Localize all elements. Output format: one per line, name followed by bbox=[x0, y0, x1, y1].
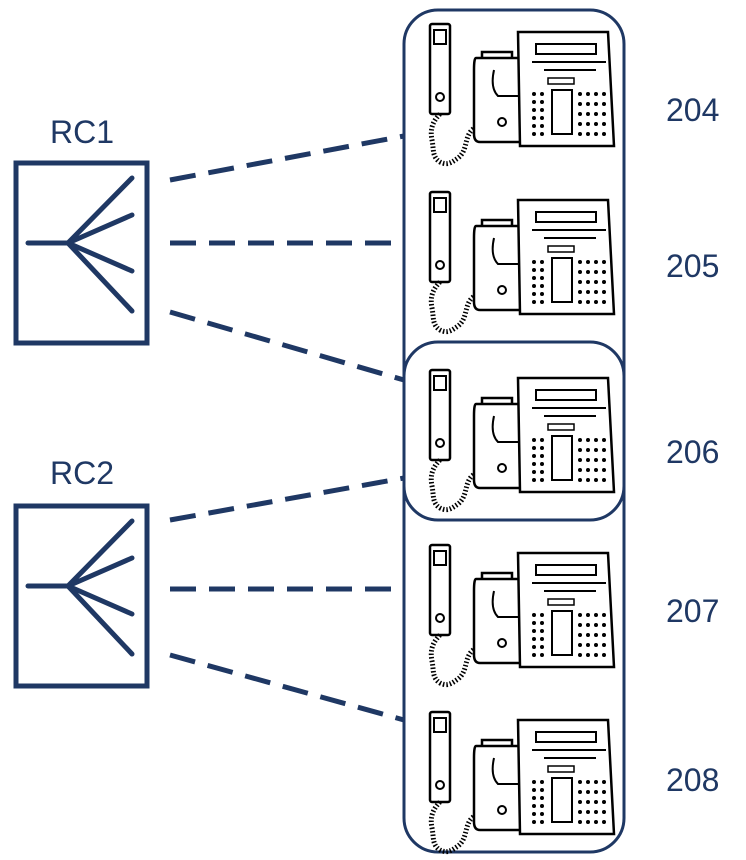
desk-telephone-icon bbox=[430, 192, 614, 332]
connection-rc1-206 bbox=[169, 309, 405, 383]
router-box-icon bbox=[13, 503, 150, 689]
router-label-rc2: RC2 bbox=[50, 455, 114, 491]
connection-rc2-208 bbox=[169, 652, 405, 723]
router-box-icon bbox=[13, 160, 150, 346]
extension-label-205: 205 bbox=[666, 248, 719, 284]
connection-rc2-206 bbox=[169, 475, 405, 523]
connection-rc1-204 bbox=[169, 133, 405, 183]
extension-label-208: 208 bbox=[666, 762, 719, 798]
router-label-rc1: RC1 bbox=[50, 114, 114, 150]
desk-telephone-icon bbox=[430, 545, 614, 685]
desk-telephone-icon bbox=[430, 24, 614, 164]
extension-label-204: 204 bbox=[666, 92, 719, 128]
desk-telephone-icon bbox=[430, 370, 614, 510]
extension-label-206: 206 bbox=[666, 434, 719, 470]
extension-label-207: 207 bbox=[666, 593, 719, 629]
connection-lines bbox=[169, 133, 405, 723]
desk-telephone-icon bbox=[430, 712, 614, 852]
group-outline-rc2 bbox=[402, 340, 626, 854]
group-outline-rc1 bbox=[402, 8, 626, 522]
